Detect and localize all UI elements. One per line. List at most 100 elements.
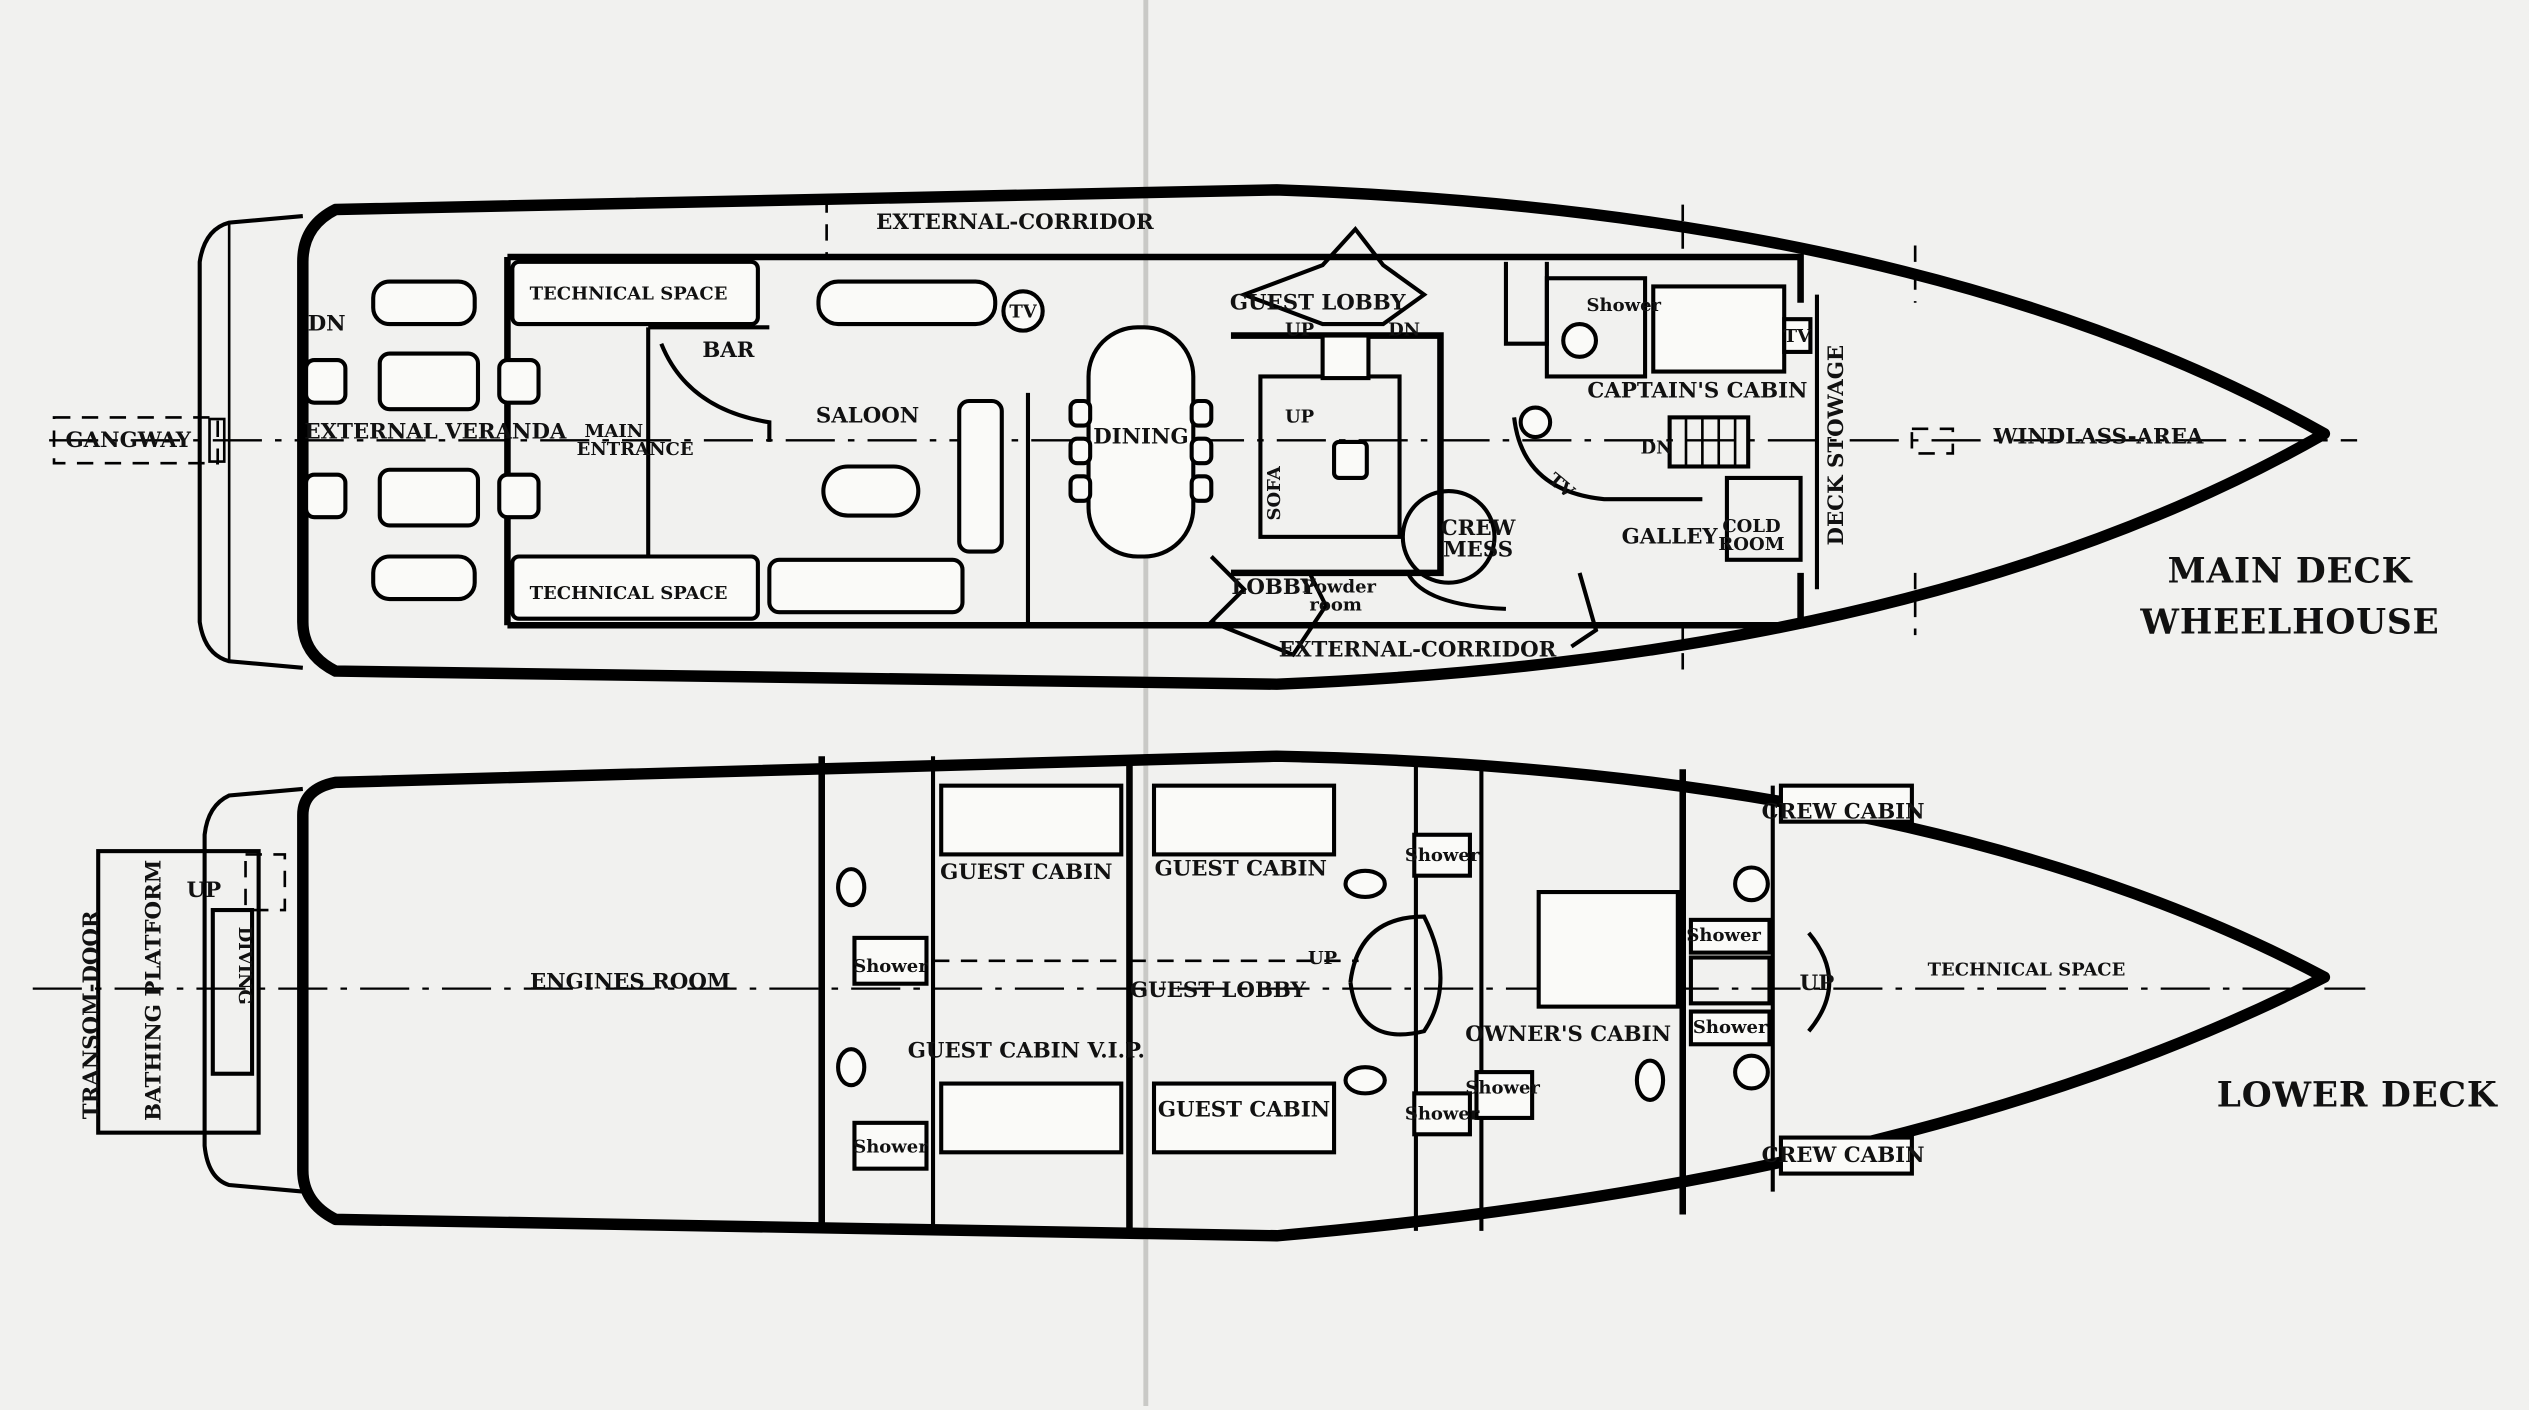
saloon-sofa-bottom: [767, 557, 965, 615]
lower-spiral-stair: [1348, 914, 1443, 1037]
crew-stair: [1688, 955, 1772, 1006]
gangway-post: [208, 417, 226, 463]
veranda-chair: [304, 472, 348, 520]
transom-door-label: TRANSOM-DOOR: [79, 910, 104, 1119]
owners-cabin-label: OWNER'S CABIN: [1465, 1022, 1671, 1047]
dn-veranda-label: DN: [308, 312, 346, 337]
guest-cabin-2-label: GUEST CABIN: [1155, 857, 1327, 882]
external-veranda-label: EXTERNAL VERANDA: [304, 420, 566, 445]
lower-deck-heading: LOWER DECK: [2217, 1075, 2498, 1115]
lobby-stair-outline: [1207, 555, 1329, 658]
dn-galley-label: DN: [1641, 437, 1673, 458]
lobby-label: LOBBY: [1231, 575, 1316, 600]
tv-saloon-circle: [1001, 289, 1045, 333]
galley-door-swing: [1570, 572, 1599, 649]
tv-galley-label: TV: [1544, 469, 1579, 503]
shower-3-label: Shower: [1405, 845, 1480, 866]
guest-lobby-outline: [1238, 225, 1428, 327]
lower-deck-bulkheads: [818, 756, 1775, 1231]
diving-label: DIVING: [234, 927, 255, 1005]
external-corridor-top-label: EXTERNAL-CORRIDOR: [876, 210, 1154, 235]
shower-4-label: Shower: [1405, 1104, 1480, 1125]
cold-room-label-2: ROOM: [1718, 534, 1784, 555]
external-corridor-bottom-label: EXTERNAL-CORRIDOR: [1279, 637, 1557, 662]
veranda-sofa: [371, 279, 477, 327]
saloon-coffee-table: [821, 464, 921, 518]
veranda-chair: [497, 358, 541, 405]
crew-cabin-bunks: [1778, 783, 1914, 1176]
guest-cabin-beds: [939, 783, 1680, 1155]
main-deck-interior-wall: [504, 253, 1804, 629]
galley-locker: [1503, 261, 1549, 346]
up-crew-label: UP: [1800, 971, 1835, 996]
diving-board: [210, 908, 255, 1076]
shower-1-label: Shower: [853, 956, 928, 977]
main-deck-heading: MAIN DECK: [2168, 552, 2413, 592]
captain-bed: [1651, 284, 1787, 374]
bathing-platform: [96, 849, 261, 1135]
captain-shower-room: [1544, 276, 1648, 379]
bar-counter: [659, 342, 772, 442]
crew-mess-label-2: MESS: [1443, 538, 1513, 563]
galley-label: GALLEY: [1622, 524, 1719, 549]
shower-6-label: Shower: [1686, 925, 1761, 946]
main-deck-plan: EXTERNAL-CORRIDOR EXTERNAL-CORRIDOR TECH…: [49, 184, 2358, 690]
crew-stair-curve: [1807, 931, 1832, 1033]
lower-deck-transom: [202, 786, 304, 1194]
main-entrance-label-1: MAIN: [584, 421, 643, 442]
powder-room-label-2: room: [1309, 595, 1362, 616]
lower-deck-plan: TRANSOM-DOOR BATHING PLATFORM UP DIVING …: [32, 750, 2366, 1242]
sofa-label: SOFA: [1264, 465, 1285, 520]
galley-sink: [1518, 405, 1553, 440]
gangway-label: GANGWAY: [65, 428, 191, 453]
main-deck-transom: [197, 214, 304, 670]
gangway-outline: [52, 416, 220, 465]
main-deck-frames: [825, 196, 1917, 675]
technical-space-top-label: TECHNICAL SPACE: [530, 284, 728, 305]
dn-main-1-label: DN: [1388, 320, 1420, 341]
captain-wc: [1561, 322, 1599, 359]
saloon-sofa-side: [957, 398, 1004, 554]
tv-saloon-label: TV: [1009, 302, 1037, 323]
wheelhouse-heading: WHEELHOUSE: [2139, 602, 2439, 642]
cold-room-box: [1724, 475, 1803, 562]
crew-mess-bench: [1405, 571, 1507, 611]
saloon-sofa-top: [816, 279, 998, 327]
guest-lobby-lower-label: GUEST LOBBY: [1130, 978, 1307, 1003]
windlass-outline: [1910, 427, 1955, 455]
saloon-wall: [646, 325, 770, 557]
guest-cabin-vip-label: GUEST CABIN V.I.P.: [908, 1038, 1145, 1063]
powder-room-label-1: Powder: [1302, 577, 1377, 598]
saloon-label: SALOON: [816, 403, 919, 428]
bathing-platform-label: BATHING PLATFORM: [141, 860, 166, 1121]
captain-chair: [1332, 439, 1369, 480]
crew-mess-label-1: CREW: [1441, 516, 1517, 541]
guest-cabin-1-label: GUEST CABIN: [940, 860, 1112, 885]
windlass-area-label: WINDLASS-AREA: [1993, 425, 2204, 450]
tv-captain-box: [1782, 317, 1813, 354]
technical-space-top: [510, 259, 760, 327]
guest-lobby-main-label: GUEST LOBBY: [1230, 290, 1407, 315]
bar-label: BAR: [702, 338, 754, 363]
cold-room-label-1: COLD: [1722, 516, 1780, 537]
crew-mess-table: [1400, 488, 1497, 585]
crew-cabin-top-label: CREW CABIN: [1762, 799, 1925, 824]
helm-seat: [1320, 333, 1371, 381]
veranda-table: [377, 467, 481, 528]
veranda-sofa: [371, 554, 477, 602]
technical-space-bottom-label: TECHNICAL SPACE: [530, 583, 728, 604]
shower-7-label: Shower: [1693, 1017, 1768, 1038]
main-entrance-label-2: ENTRANCE: [577, 439, 694, 460]
veranda-table: [377, 351, 481, 412]
crew-cabin-bottom-label: CREW CABIN: [1762, 1143, 1925, 1168]
lower-deck-wcs: [836, 865, 1770, 1102]
captain-shower-label: Shower: [1587, 295, 1662, 316]
up-stair-label: UP: [1308, 948, 1338, 969]
veranda-chair: [304, 358, 348, 405]
shower-5-label: Shower: [1465, 1077, 1540, 1098]
deck-stowage-label: DECK STOWAGE: [1824, 345, 1849, 546]
dining-chairs: [1068, 398, 1214, 503]
up-platform-label: UP: [187, 878, 222, 903]
